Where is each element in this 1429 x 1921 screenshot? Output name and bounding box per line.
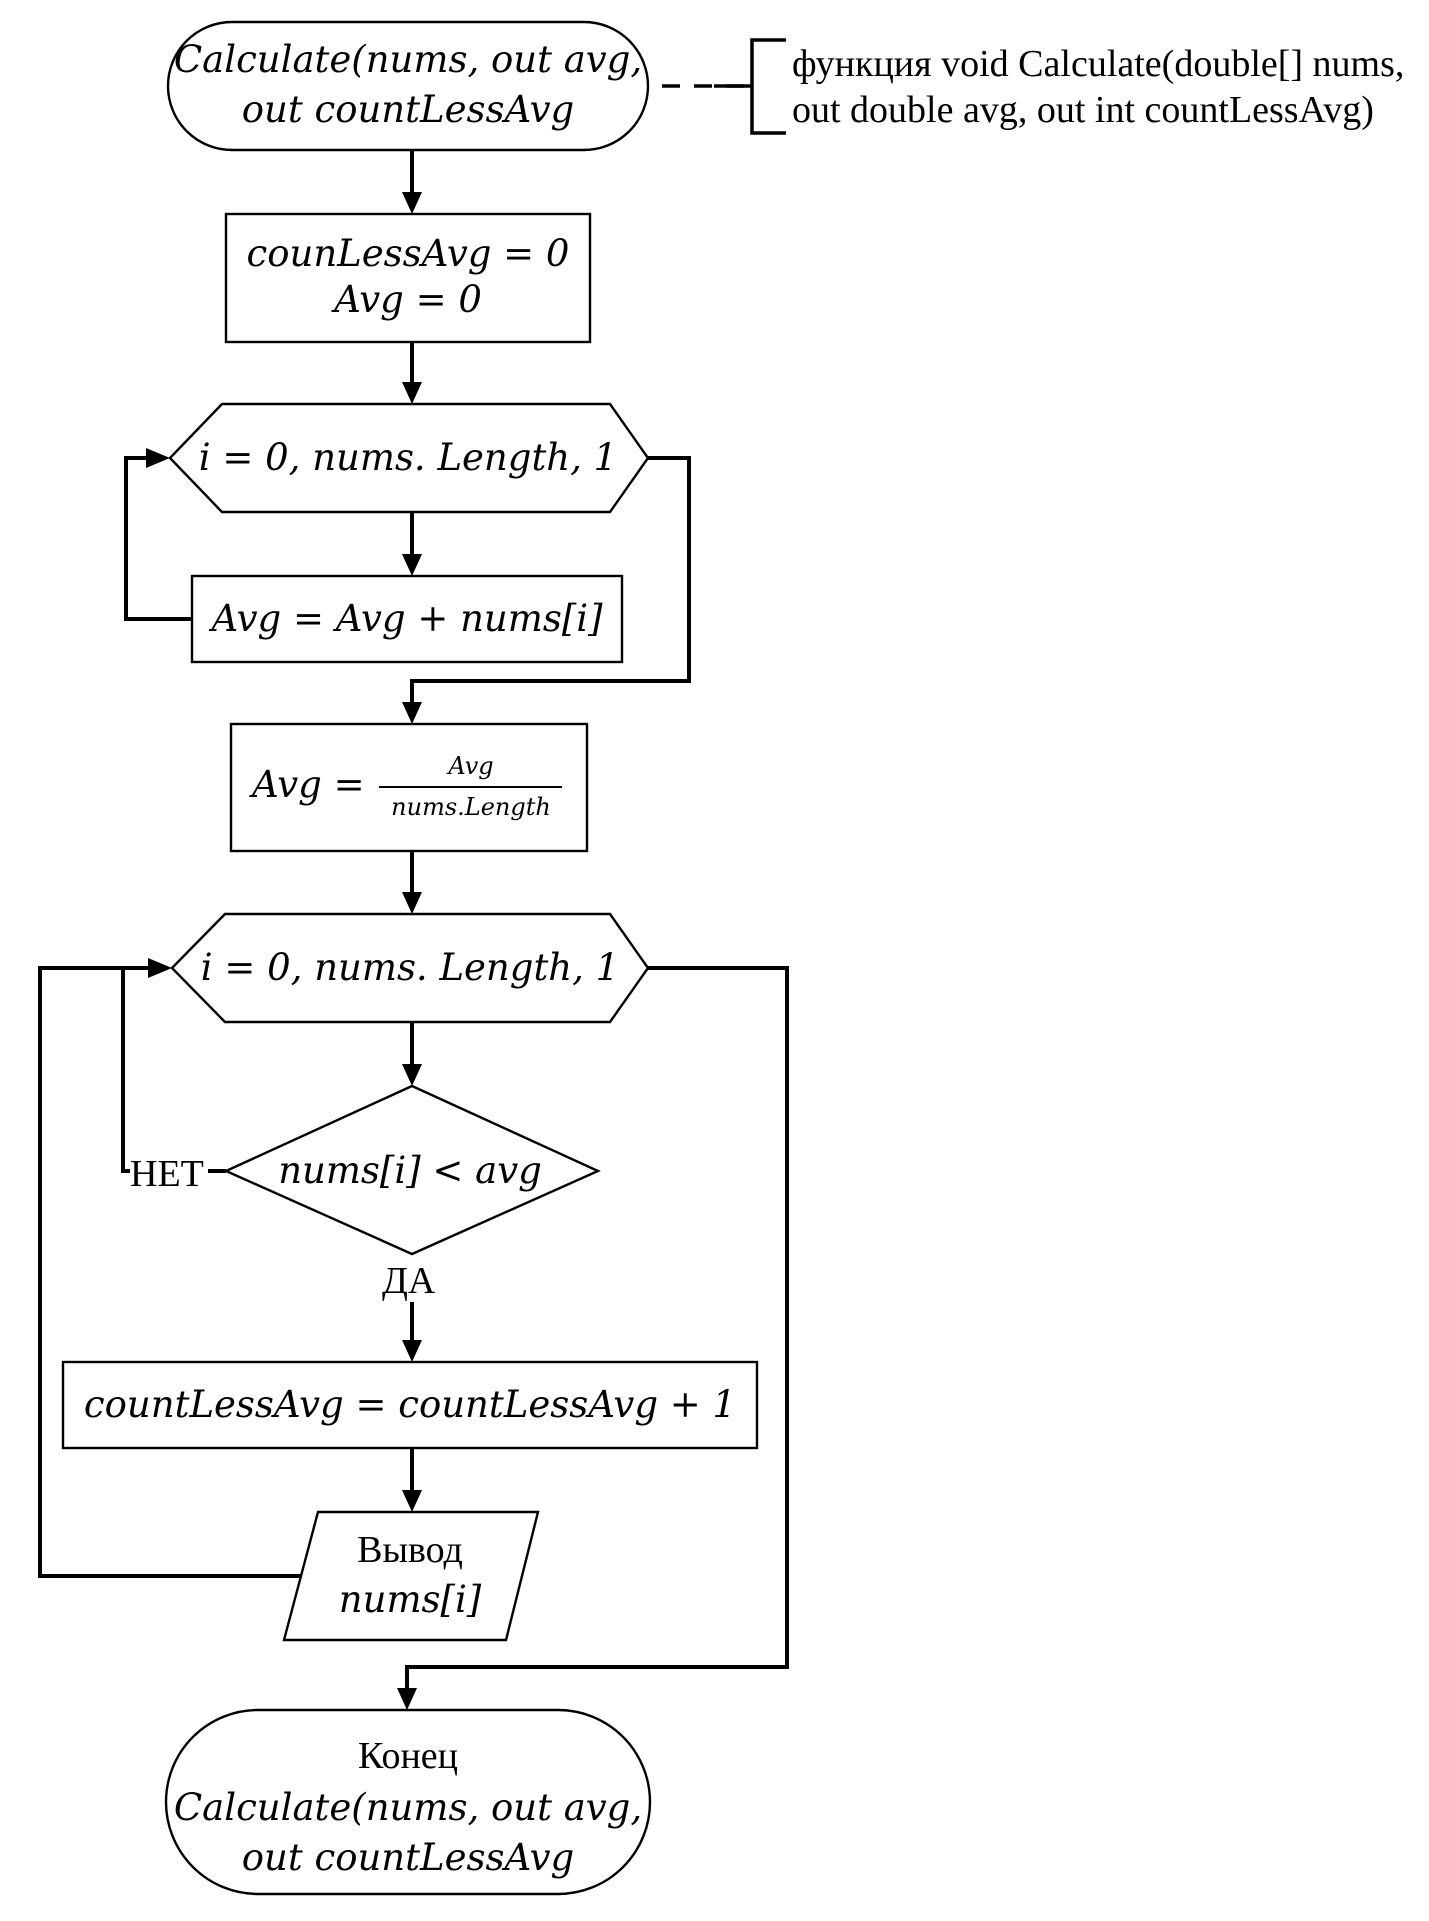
loop1-header: i = 0, nums. Length, 1 [199, 436, 617, 479]
loop1-hexagon: i = 0, nums. Length, 1 [168, 402, 650, 514]
divide-denominator: nums.Length [391, 793, 551, 821]
increment-text: countLessAvg = countLessAvg + 1 [84, 1383, 736, 1426]
decision-yes-label: ДА [382, 1260, 436, 1302]
loop1-exit-line [410, 456, 691, 706]
arrowhead [402, 554, 422, 576]
start-line1: Calculate(nums, out avg, [174, 38, 642, 81]
arrowhead [148, 958, 172, 978]
arrowhead [402, 1064, 422, 1086]
comment-annotation: функция void Calculate(double[] nums, ou… [662, 38, 1404, 135]
comment-line2: out double avg, out int countLessAvg) [792, 89, 1374, 131]
increment-process: countLessAvg = countLessAvg + 1 [61, 1360, 759, 1450]
sum-process: Avg = Avg + nums[i] [190, 574, 624, 664]
decision-condition: nums[i] < avg [278, 1149, 542, 1192]
decision-diamond: nums[i] < avg [223, 1084, 601, 1256]
arrowhead [146, 448, 170, 468]
arrowhead [397, 1688, 417, 1710]
decision-no-label: НЕТ [130, 1153, 204, 1195]
comment-line1: функция void Calculate(double[] nums, [792, 43, 1404, 85]
divide-lhs: Avg = [249, 763, 365, 806]
no-branch-return-line [121, 966, 152, 1173]
start-terminator: Calculate(nums, out avg, out countLessAv… [166, 20, 650, 152]
comment-bracket [750, 38, 786, 135]
arrowhead [402, 1490, 422, 1512]
init-process: counLessAvg = 0 Avg = 0 [224, 212, 592, 344]
output-line2: nums[i] [339, 1578, 482, 1621]
arrowhead [402, 892, 422, 914]
output-return-line [38, 966, 302, 1578]
loop2-exit-line [405, 966, 789, 1692]
loop2-hexagon: i = 0, nums. Length, 1 [170, 912, 650, 1024]
output-parallelogram: Вывод nums[i] [282, 1510, 540, 1642]
arrowhead [402, 702, 422, 724]
end-line2: Calculate(nums, out avg, [174, 1786, 642, 1829]
end-line1: Конец [358, 1735, 458, 1777]
end-line3: out countLessAvg [242, 1836, 575, 1879]
loop2-header: i = 0, nums. Length, 1 [201, 946, 619, 989]
arrowhead [402, 1340, 422, 1362]
arrowhead [402, 382, 422, 404]
end-terminator: Конец Calculate(nums, out avg, out count… [164, 1708, 652, 1896]
init-line2: Avg = 0 [331, 278, 482, 321]
loop1-return-line [124, 456, 192, 621]
arrowhead [402, 192, 422, 214]
init-line1: counLessAvg = 0 [247, 232, 570, 275]
divide-process: Avg = Avg nums.Length [229, 722, 589, 853]
output-line1: Вывод [357, 1529, 463, 1571]
divide-numerator: Avg [446, 752, 493, 780]
sum-text: Avg = Avg + nums[i] [208, 597, 603, 640]
start-line2: out countLessAvg [242, 88, 575, 131]
